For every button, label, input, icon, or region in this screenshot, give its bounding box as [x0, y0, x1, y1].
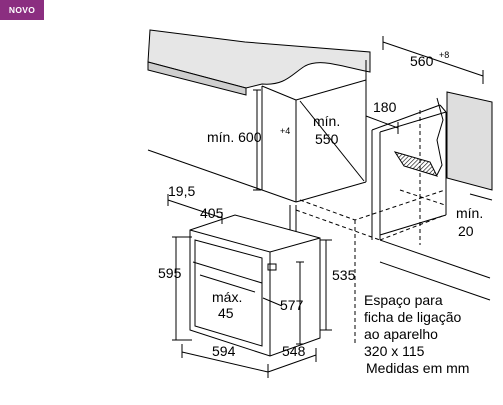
cavity-height-label: 577 [280, 297, 304, 313]
oven [189, 214, 321, 357]
niche-depth-value: 550 [315, 131, 339, 147]
cabinet-niche [261, 60, 447, 240]
svg-text:Medidas em mm: Medidas em mm [366, 360, 469, 376]
oven-width-label: 594 [212, 343, 236, 359]
side-min-label: mín. [456, 205, 483, 221]
oven-depth-label: 548 [282, 343, 306, 359]
top-width-label: 560 [410, 53, 434, 69]
wall-right [436, 91, 493, 191]
base-dashes [295, 110, 446, 345]
floor-lines [147, 149, 491, 301]
niche-depth-label: mín. [313, 113, 340, 129]
top-width-tol: +8 [439, 50, 449, 60]
svg-text:Espaço para: Espaço para [364, 292, 443, 308]
dimension-lines [167, 36, 493, 378]
inner-depth-label: 405 [200, 205, 224, 221]
niche-height-label: mín. 600 [207, 129, 262, 145]
door-max-value: 45 [218, 305, 234, 321]
oven-height-label: 595 [158, 265, 182, 281]
svg-text:ficha de ligação: ficha de ligação [364, 309, 462, 325]
offset-180-label: 180 [373, 99, 397, 115]
new-badge: NOVO [0, 0, 44, 20]
connection-note: Espaço para ficha de ligação ao aparelho… [364, 292, 469, 376]
countertop [147, 29, 371, 96]
niche-height-tol: +4 [280, 126, 290, 136]
side-min-value: 20 [458, 223, 474, 239]
dimension-labels: mín. 600 +4 mín. 550 560 +8 180 mín. 20 … [158, 50, 483, 359]
svg-text:ao aparelho: ao aparelho [364, 326, 438, 342]
front-offset-label: 19,5 [168, 183, 195, 199]
socket-area [393, 151, 438, 177]
door-max-label: máx. [212, 289, 242, 305]
inner-height-label: 535 [332, 267, 356, 283]
svg-text:320 x 115: 320 x 115 [364, 343, 425, 359]
